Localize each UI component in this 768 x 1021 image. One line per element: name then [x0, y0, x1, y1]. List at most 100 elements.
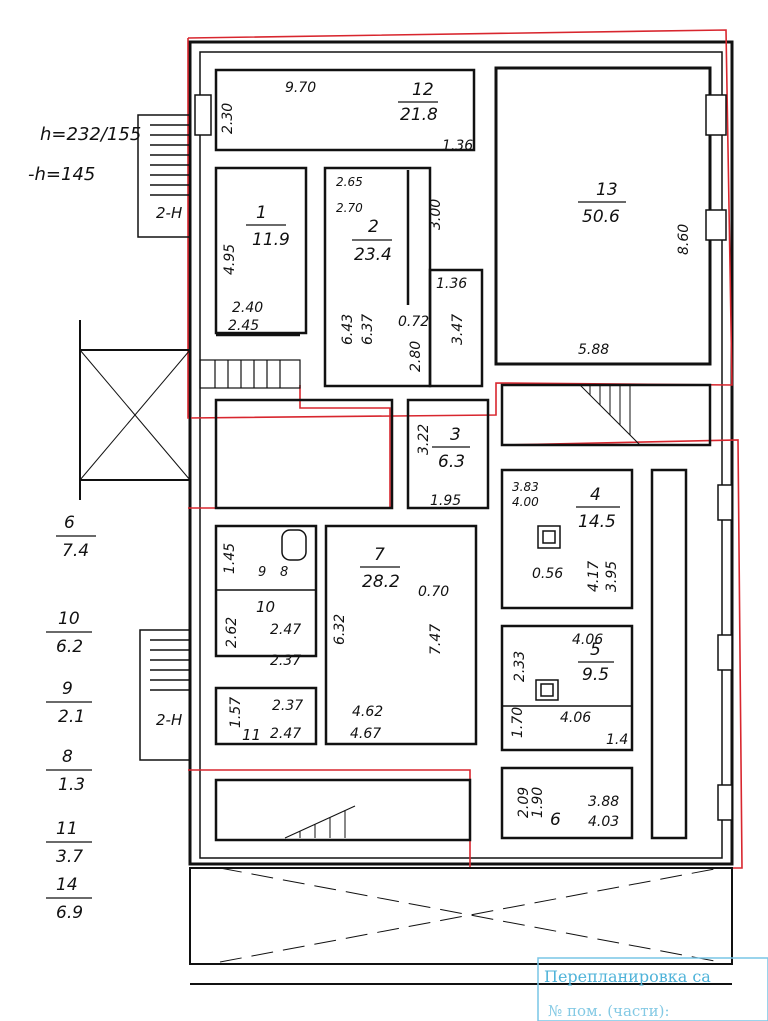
room-3-number: 3: [450, 425, 461, 445]
dim-label: 3.00: [428, 199, 444, 230]
dim-label: 8.60: [676, 224, 692, 255]
dim-label: 2.65: [336, 175, 363, 189]
dim-label: 3.47: [450, 314, 466, 345]
dim-label: 4.03: [588, 814, 619, 830]
room-12-number: 12: [412, 80, 434, 100]
redevelopment-stamp: Перепланировка са № пом. (части):: [537, 957, 768, 1021]
room-2-area: 23.4: [354, 245, 392, 265]
dim-label: 4.67: [350, 726, 381, 742]
dim-label: 1.4: [606, 732, 628, 748]
height-notes: h=232/155 -h=145 2-H 2-H: [28, 124, 182, 729]
right-lower-rooms: [500, 468, 688, 840]
room-7-area: 28.2: [362, 572, 400, 592]
dim-label: 3.88: [588, 794, 619, 810]
room-6-number: 6: [550, 810, 561, 830]
dim-label: 1.45: [222, 543, 238, 574]
middle-block: [214, 383, 712, 510]
legend-area: 2.1: [58, 707, 85, 727]
dim-label: 4.95: [222, 244, 238, 275]
legend-num: 8: [62, 747, 73, 767]
legend-area: 6.9: [56, 903, 83, 923]
dim-label: 6.32: [332, 614, 348, 645]
room-4-area: 14.5: [578, 512, 616, 532]
dim-label: 2.70: [336, 201, 363, 215]
dim-label: 2.37: [272, 698, 303, 714]
dim-label: 2.45: [228, 318, 259, 334]
dim-label: 0.72: [398, 314, 429, 330]
legend-area: 7.4: [62, 541, 89, 561]
dim-label: 2.37: [270, 653, 301, 669]
legend-area: 3.7: [56, 847, 83, 867]
dim-label: 3.22: [416, 424, 432, 455]
room-4-number: 4: [590, 485, 601, 505]
legend-area: 1.3: [58, 775, 85, 795]
dim-label: 4.17: [586, 561, 602, 592]
dim-label: 1.57: [228, 697, 244, 728]
stamp-line-1: Перепланировка са: [544, 967, 711, 986]
room-10-number: 10: [256, 598, 275, 616]
dim-label: 2.40: [232, 300, 263, 316]
dim-label: 1.36: [442, 138, 473, 154]
dim-label: 2.47: [270, 622, 301, 638]
dim-label: 5.88: [578, 342, 609, 358]
room-9-number: 9: [258, 565, 266, 580]
legend-num: 6: [64, 513, 75, 533]
dim-label: 6.37: [360, 314, 376, 345]
legend-num: 11: [56, 819, 78, 839]
dim-label: 4.00: [512, 495, 539, 509]
dim-label: 4.62: [352, 704, 383, 720]
entrance-steps-top: [137, 114, 191, 238]
dim-label: 3.95: [604, 561, 620, 592]
legend-num: 10: [58, 609, 80, 629]
dim-label: 2.33: [512, 651, 528, 682]
stair-label-top: 2-H: [156, 204, 182, 222]
vestibule-cross: [79, 320, 191, 500]
room-1-area: 11.9: [252, 230, 290, 250]
lower-stair: [284, 805, 356, 839]
lower-left-rooms: [214, 524, 478, 842]
room-5-number: 5: [590, 640, 601, 660]
legend-left: 6 7.4 10 6.2 9 2.1 8 1.3 11 3.7 14 6.9: [46, 513, 96, 923]
room-3-area: 6.3: [438, 452, 465, 472]
legend-num: 9: [62, 679, 73, 699]
room-7-number: 7: [374, 545, 385, 565]
room-2-number: 2: [368, 217, 379, 237]
dim-label: 4.06: [560, 710, 591, 726]
room-1-number: 1: [256, 203, 267, 223]
room-13-number: 13: [596, 180, 618, 200]
legend-num: 14: [56, 875, 78, 895]
dim-label: 1.36: [436, 276, 467, 292]
entrance-steps-bottom: [139, 629, 191, 761]
dimension-labels: 9.70 2.30 1.36 3.00 8.60 5.88 2.65 2.70 …: [220, 80, 692, 830]
height-note-2: -h=145: [28, 164, 95, 185]
dim-label: 7.47: [428, 624, 444, 655]
dim-label: 1.90: [530, 787, 546, 818]
windows-right: [194, 94, 733, 821]
dim-label: 2.80: [408, 341, 424, 372]
dim-label: 2.47: [270, 726, 301, 742]
dim-label: 9.70: [285, 80, 316, 96]
dim-label: 2.09: [516, 787, 532, 818]
dim-label: 6.43: [340, 314, 356, 345]
dim-label: 2.30: [220, 103, 236, 134]
room-11-number: 11: [242, 726, 261, 744]
stamp-line-2: № пом. (части):: [548, 1002, 670, 1020]
room-12-area: 21.8: [400, 105, 438, 125]
redevelopment-outline: [187, 29, 743, 869]
stair-label-bottom: 2-H: [156, 711, 182, 729]
upper-left-rooms: [214, 68, 484, 388]
dim-label: 1.70: [510, 707, 526, 738]
room-8-number: 8: [280, 565, 288, 580]
dim-label: 0.70: [418, 584, 449, 600]
dim-label: 3.83: [512, 480, 539, 494]
dim-label: 0.56: [532, 566, 563, 582]
stove-icons: [535, 525, 561, 701]
height-note-1: h=232/155: [40, 124, 141, 145]
stair-right: [579, 384, 641, 446]
room-5-area: 9.5: [582, 665, 609, 685]
dim-label: 4.06: [572, 632, 603, 648]
basement-band: [189, 867, 733, 985]
dim-label: 2.62: [224, 617, 240, 648]
room-labels: 1 11.9 2 23.4 12 21.8 13 50.6 3 6.3 4 14…: [242, 80, 626, 830]
legend-area: 6.2: [56, 637, 83, 657]
